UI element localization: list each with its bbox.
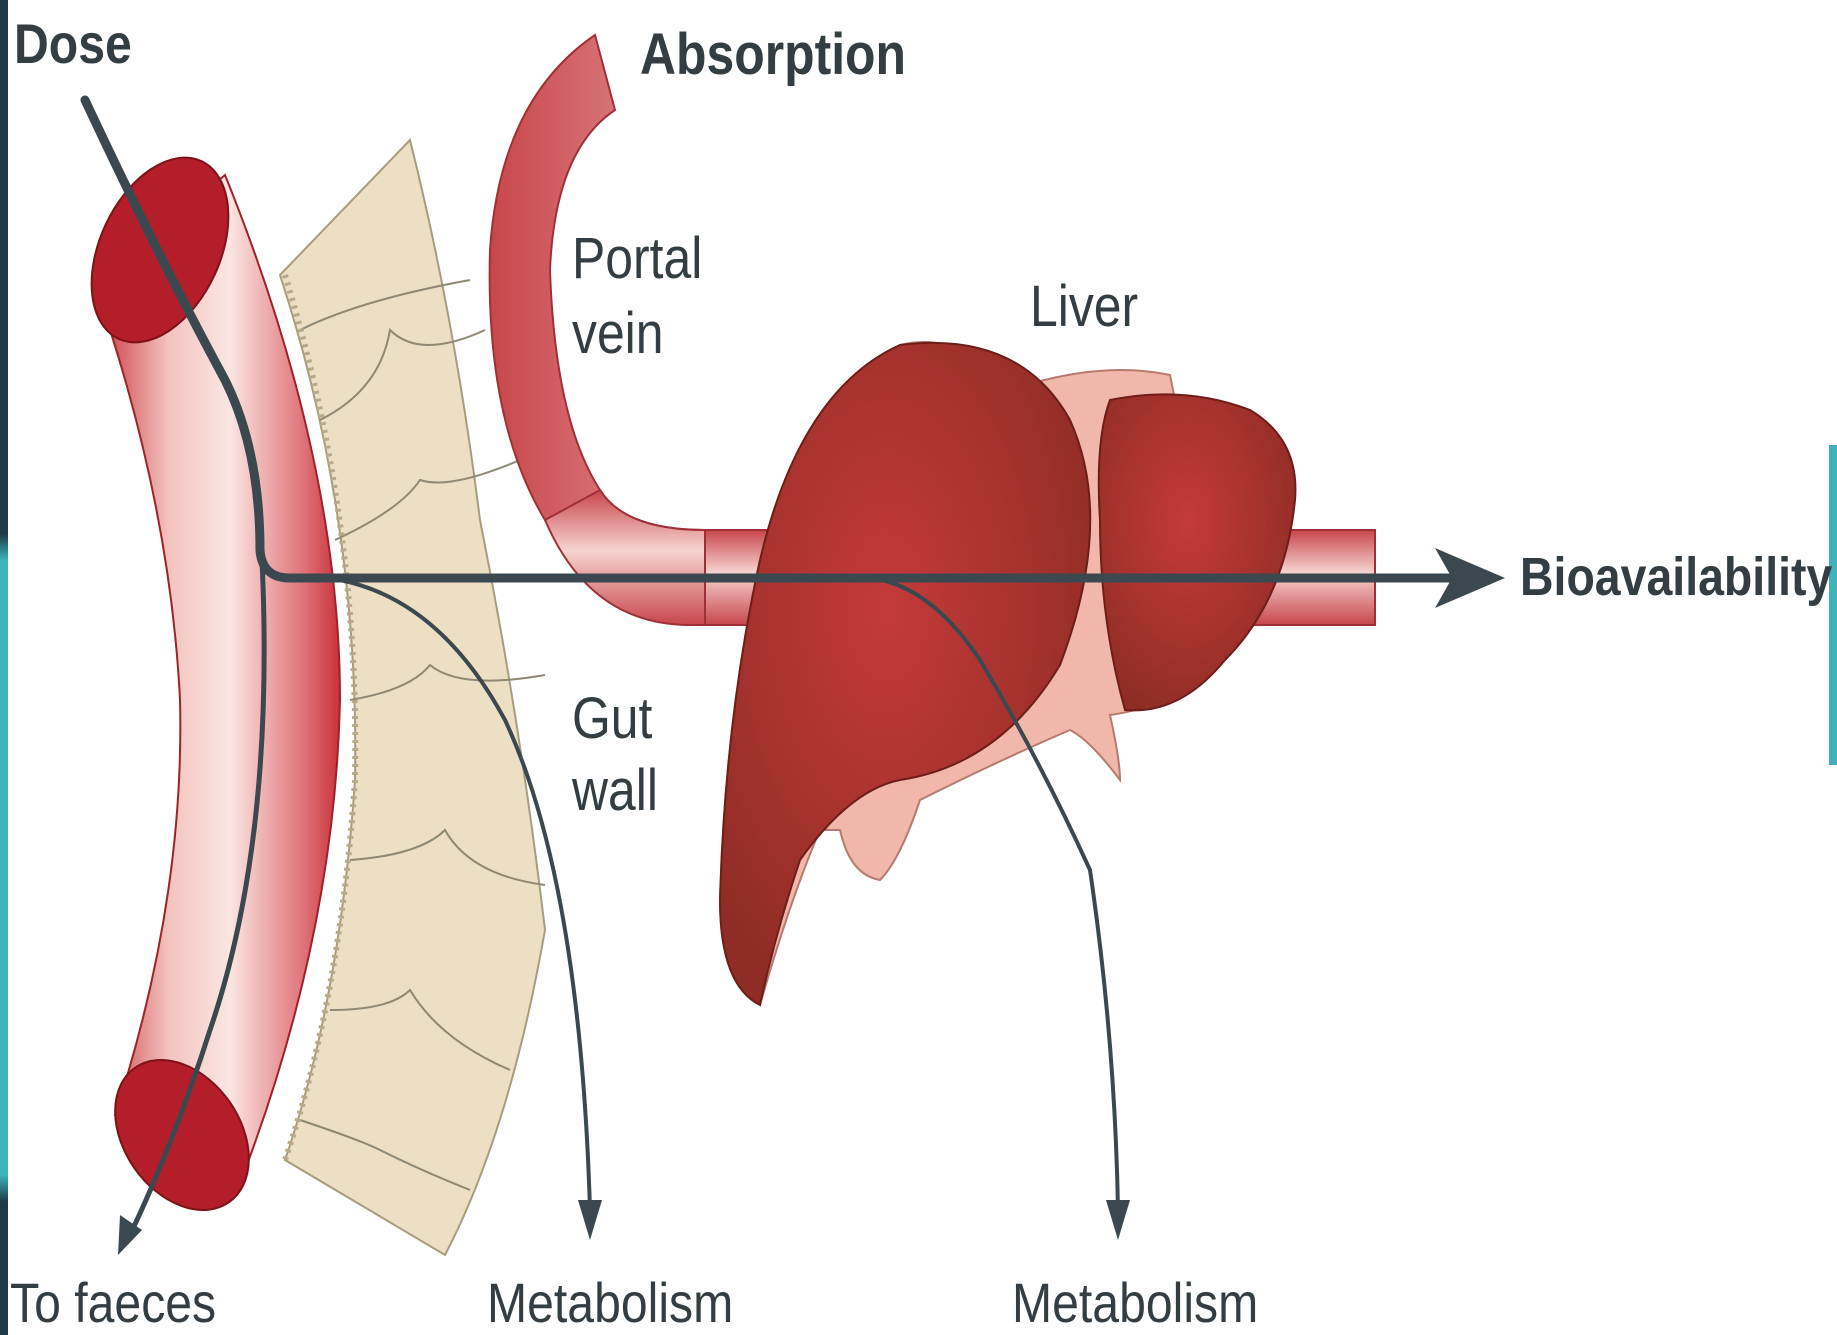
to-faeces-label: To faeces: [10, 1275, 216, 1331]
portal-vein-label-line2: vein: [572, 305, 664, 363]
liver-metabolism-arrowhead: [1106, 1200, 1130, 1240]
gut-metabolism-arrowhead: [578, 1200, 602, 1240]
absorption-label: Absorption: [640, 26, 906, 84]
liver: [720, 342, 1295, 1005]
liver-label: Liver: [1030, 278, 1138, 336]
bioavailability-label: Bioavailability: [1520, 550, 1832, 604]
portal-vein-label-line1: Portal: [572, 230, 702, 288]
liver-metabolism-label: Metabolism: [1012, 1275, 1258, 1331]
gut-wall-label-line1: Gut: [572, 690, 652, 748]
dose-label: Dose: [14, 16, 132, 72]
gut-wall-label-line2: wall: [572, 762, 658, 820]
gut-metabolism-label: Metabolism: [487, 1275, 733, 1331]
